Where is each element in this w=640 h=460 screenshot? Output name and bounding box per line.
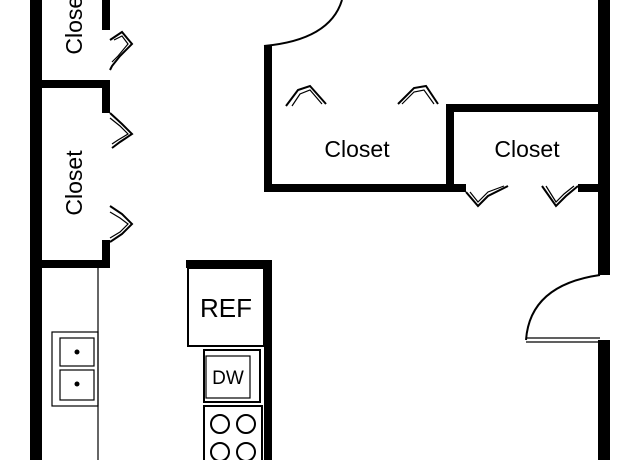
sink-drain-top — [74, 349, 80, 355]
bifold-center-1-inner — [291, 89, 323, 107]
kitchen-island-top-wall — [186, 260, 272, 268]
walls — [30, 0, 610, 460]
sink-basin-bottom — [59, 369, 95, 401]
refrigerator-label: REF — [200, 293, 252, 323]
center-closet-left-wall — [264, 46, 272, 192]
sink-drain-bottom — [74, 381, 80, 387]
bifold-right-1 — [465, 185, 509, 208]
left-closet-bottom-wall — [30, 260, 110, 268]
bifold-center-2 — [397, 84, 439, 105]
bifold-left-1-inner — [109, 117, 129, 145]
bifold-right-2-inner — [545, 185, 575, 203]
door-swing-right — [525, 274, 601, 341]
right-closet-bottom-wall-left — [446, 184, 466, 192]
door-swing-top — [263, 0, 343, 47]
closet-center-label: Closet — [324, 136, 390, 162]
left-outer-wall — [30, 0, 42, 460]
closet-top-left-label: Closet — [61, 0, 87, 55]
closet-left-label: Closet — [61, 150, 87, 216]
bifold-center-1 — [285, 84, 327, 107]
right-closet-top-wall — [446, 104, 600, 112]
right-wall-lower — [598, 340, 610, 460]
center-closet-bottom-wall — [264, 184, 454, 192]
bifold-doors — [109, 30, 579, 243]
door-frame-right — [526, 337, 600, 343]
burner-2 — [236, 414, 256, 434]
refrigerator — [187, 267, 265, 347]
dishwasher — [203, 349, 261, 403]
bifold-top-left — [109, 30, 134, 71]
dishwasher-panel — [205, 355, 251, 399]
top-closet-bottom-wall — [30, 80, 110, 88]
sink-basin-top — [59, 337, 95, 367]
burner-3 — [210, 442, 230, 460]
appliances — [187, 267, 265, 460]
bifold-left-2 — [109, 205, 134, 243]
bifold-left-1 — [109, 112, 134, 149]
kitchen-counter — [51, 268, 99, 460]
burner-1 — [210, 414, 230, 434]
sink — [51, 331, 99, 407]
dishwasher-label: DW — [212, 368, 244, 389]
divider-wall — [446, 106, 454, 192]
right-closet-bottom-wall-right — [578, 184, 600, 192]
bifold-right-1-inner — [469, 185, 505, 203]
bifold-center-2-inner — [401, 89, 435, 105]
closet-right-label: Closet — [494, 136, 560, 162]
right-wall-upper — [598, 0, 610, 275]
bifold-left-2-inner — [109, 211, 129, 239]
stove — [203, 405, 263, 460]
left-closet-right-wall-low — [102, 240, 110, 266]
left-closet-right-wall-segment — [102, 80, 110, 113]
burner-4 — [236, 442, 256, 460]
labels: Closet Closet Closet Closet REF DW — [61, 0, 560, 389]
kitchen-island-right-wall — [264, 260, 272, 460]
top-closet-right-wall-segment — [102, 0, 110, 30]
doors — [263, 0, 601, 343]
bifold-top-left-inner — [111, 35, 129, 63]
bifold-right-2 — [541, 185, 579, 208]
